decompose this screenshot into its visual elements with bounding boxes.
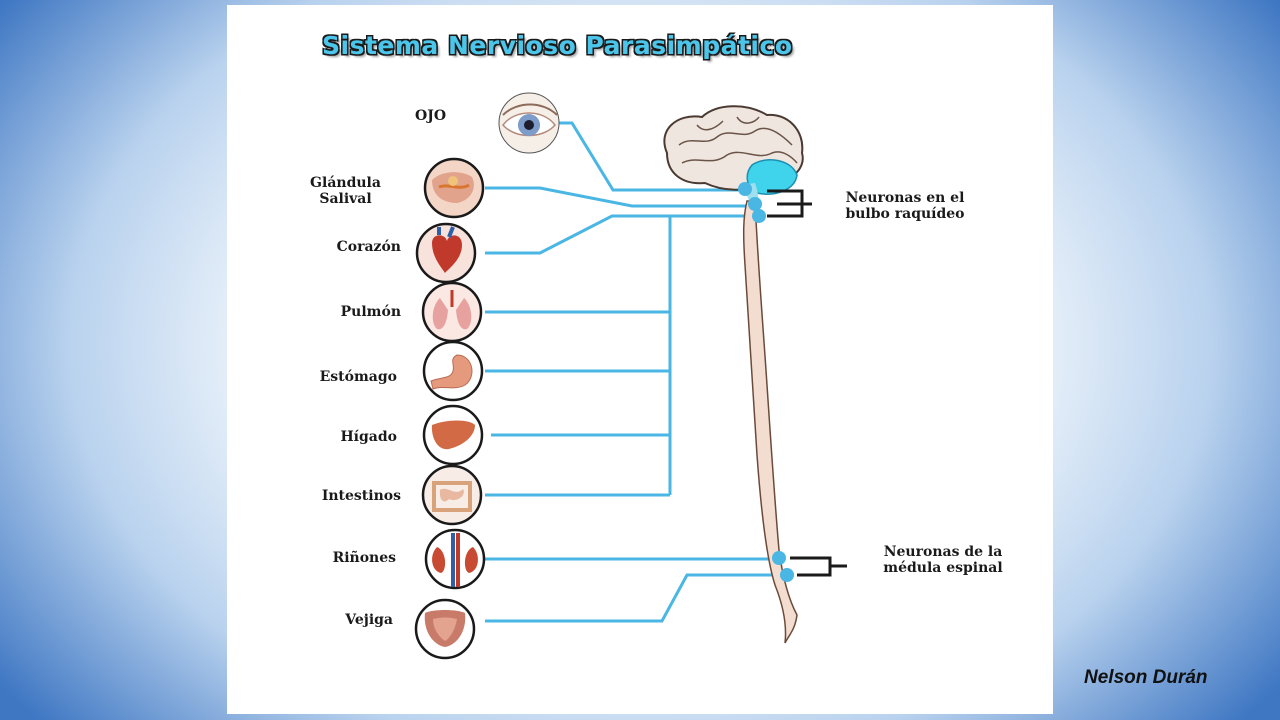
organ-label-eye: OJO <box>415 108 447 124</box>
neuron-node-bulbo-3 <box>752 209 766 223</box>
nerve-eye <box>559 121 745 192</box>
organ-label-lung: Pulmón <box>340 304 401 320</box>
neuron-node-medula-2 <box>780 568 794 582</box>
heart-icon <box>415 222 477 284</box>
organ-label-heart: Corazón <box>336 239 401 255</box>
bladder-icon <box>414 598 476 660</box>
lung-icon <box>421 281 483 343</box>
eye-icon <box>498 92 560 154</box>
neuron-node-bulbo-1 <box>738 182 752 196</box>
nerve-salivary <box>485 186 757 208</box>
bracket-medula <box>790 556 832 577</box>
kidneys-icon <box>424 528 486 590</box>
neuron-label-bulbo: Neuronas en el bulbo raquídeo <box>845 190 965 222</box>
organ-label-salivary: Glándula Salival <box>310 175 381 207</box>
liver-icon <box>422 404 484 466</box>
organ-label-intestines: Intestinos <box>321 488 401 504</box>
diagram-panel: Sistema Nervioso Parasimpático <box>227 5 1053 714</box>
neuron-label-medula: Neuronas de la médula espinal <box>883 544 1003 576</box>
spinal-cord <box>742 200 798 644</box>
organ-label-kidneys: Riñones <box>332 550 396 566</box>
stomach-icon <box>422 340 484 402</box>
intestines-icon <box>421 464 483 526</box>
organ-label-bladder: Vejiga <box>345 612 393 628</box>
organ-label-liver: Hígado <box>340 429 397 445</box>
nerve-lines <box>485 121 787 623</box>
neuron-node-bulbo-2 <box>748 197 762 211</box>
diagram-title: Sistema Nervioso Parasimpático <box>322 31 793 60</box>
neuron-brackets <box>767 189 847 577</box>
author-credit: Nelson Durán <box>1084 667 1208 688</box>
neuron-nodes <box>738 182 794 582</box>
nervous-system-diagram <box>414 92 847 660</box>
organ-label-stomach: Estómago <box>319 369 397 385</box>
neuron-node-medula-1 <box>772 551 786 565</box>
nerve-bladder <box>485 573 787 623</box>
organ-circles <box>414 92 560 660</box>
salivary-gland-icon <box>423 157 485 219</box>
nerve-heart <box>485 214 759 255</box>
